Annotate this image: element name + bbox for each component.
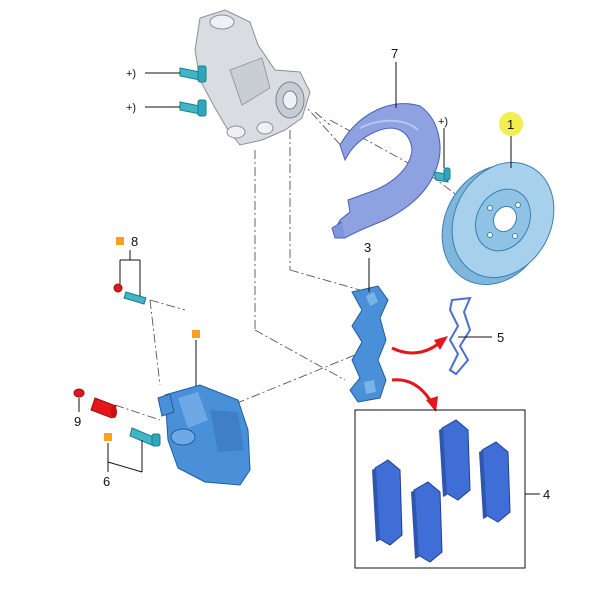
caliper-note-marker	[192, 330, 200, 338]
guide-pin-boot	[90, 397, 117, 419]
bolt-marker-shield: +)	[438, 116, 448, 128]
bleed-note-marker	[116, 237, 124, 245]
callout-4: 4	[543, 487, 550, 502]
brake-disc	[441, 161, 555, 286]
guide-pin-bolt	[129, 427, 161, 447]
callout-8: 8	[131, 234, 138, 249]
disc-highlight	[499, 112, 523, 136]
bolt-marker-mid: +)	[126, 102, 136, 114]
red-arrows	[391, 336, 448, 412]
knuckle-bolt-top	[179, 65, 207, 83]
assembly-lines	[114, 99, 471, 421]
brake-pad-2	[411, 481, 443, 563]
bleed-screw	[113, 283, 147, 305]
pin-note-marker	[104, 433, 112, 441]
callout-1: 1	[507, 117, 514, 132]
bracket-6-join	[107, 461, 143, 473]
brake-caliper	[157, 384, 251, 486]
bolt-marker-top: +)	[126, 68, 136, 80]
callout-7: 7	[391, 46, 398, 61]
callout-6: 6	[103, 474, 110, 489]
brake-pad-3	[439, 419, 471, 501]
knuckle-bolt-mid	[179, 99, 207, 117]
brake-pad-4	[479, 441, 511, 523]
caliper-carrier	[349, 285, 389, 403]
guide-pin-cap	[73, 388, 85, 398]
splash-shield	[331, 103, 441, 239]
anti-rattle-spring	[448, 296, 472, 376]
steering-knuckle	[194, 9, 311, 146]
shield-bolt	[433, 167, 451, 183]
callout-9: 9	[74, 414, 81, 429]
callout-5: 5	[497, 330, 504, 345]
callout-3: 3	[364, 240, 371, 255]
pad-kit-frame	[354, 409, 526, 569]
brake-pad-1	[372, 459, 403, 546]
